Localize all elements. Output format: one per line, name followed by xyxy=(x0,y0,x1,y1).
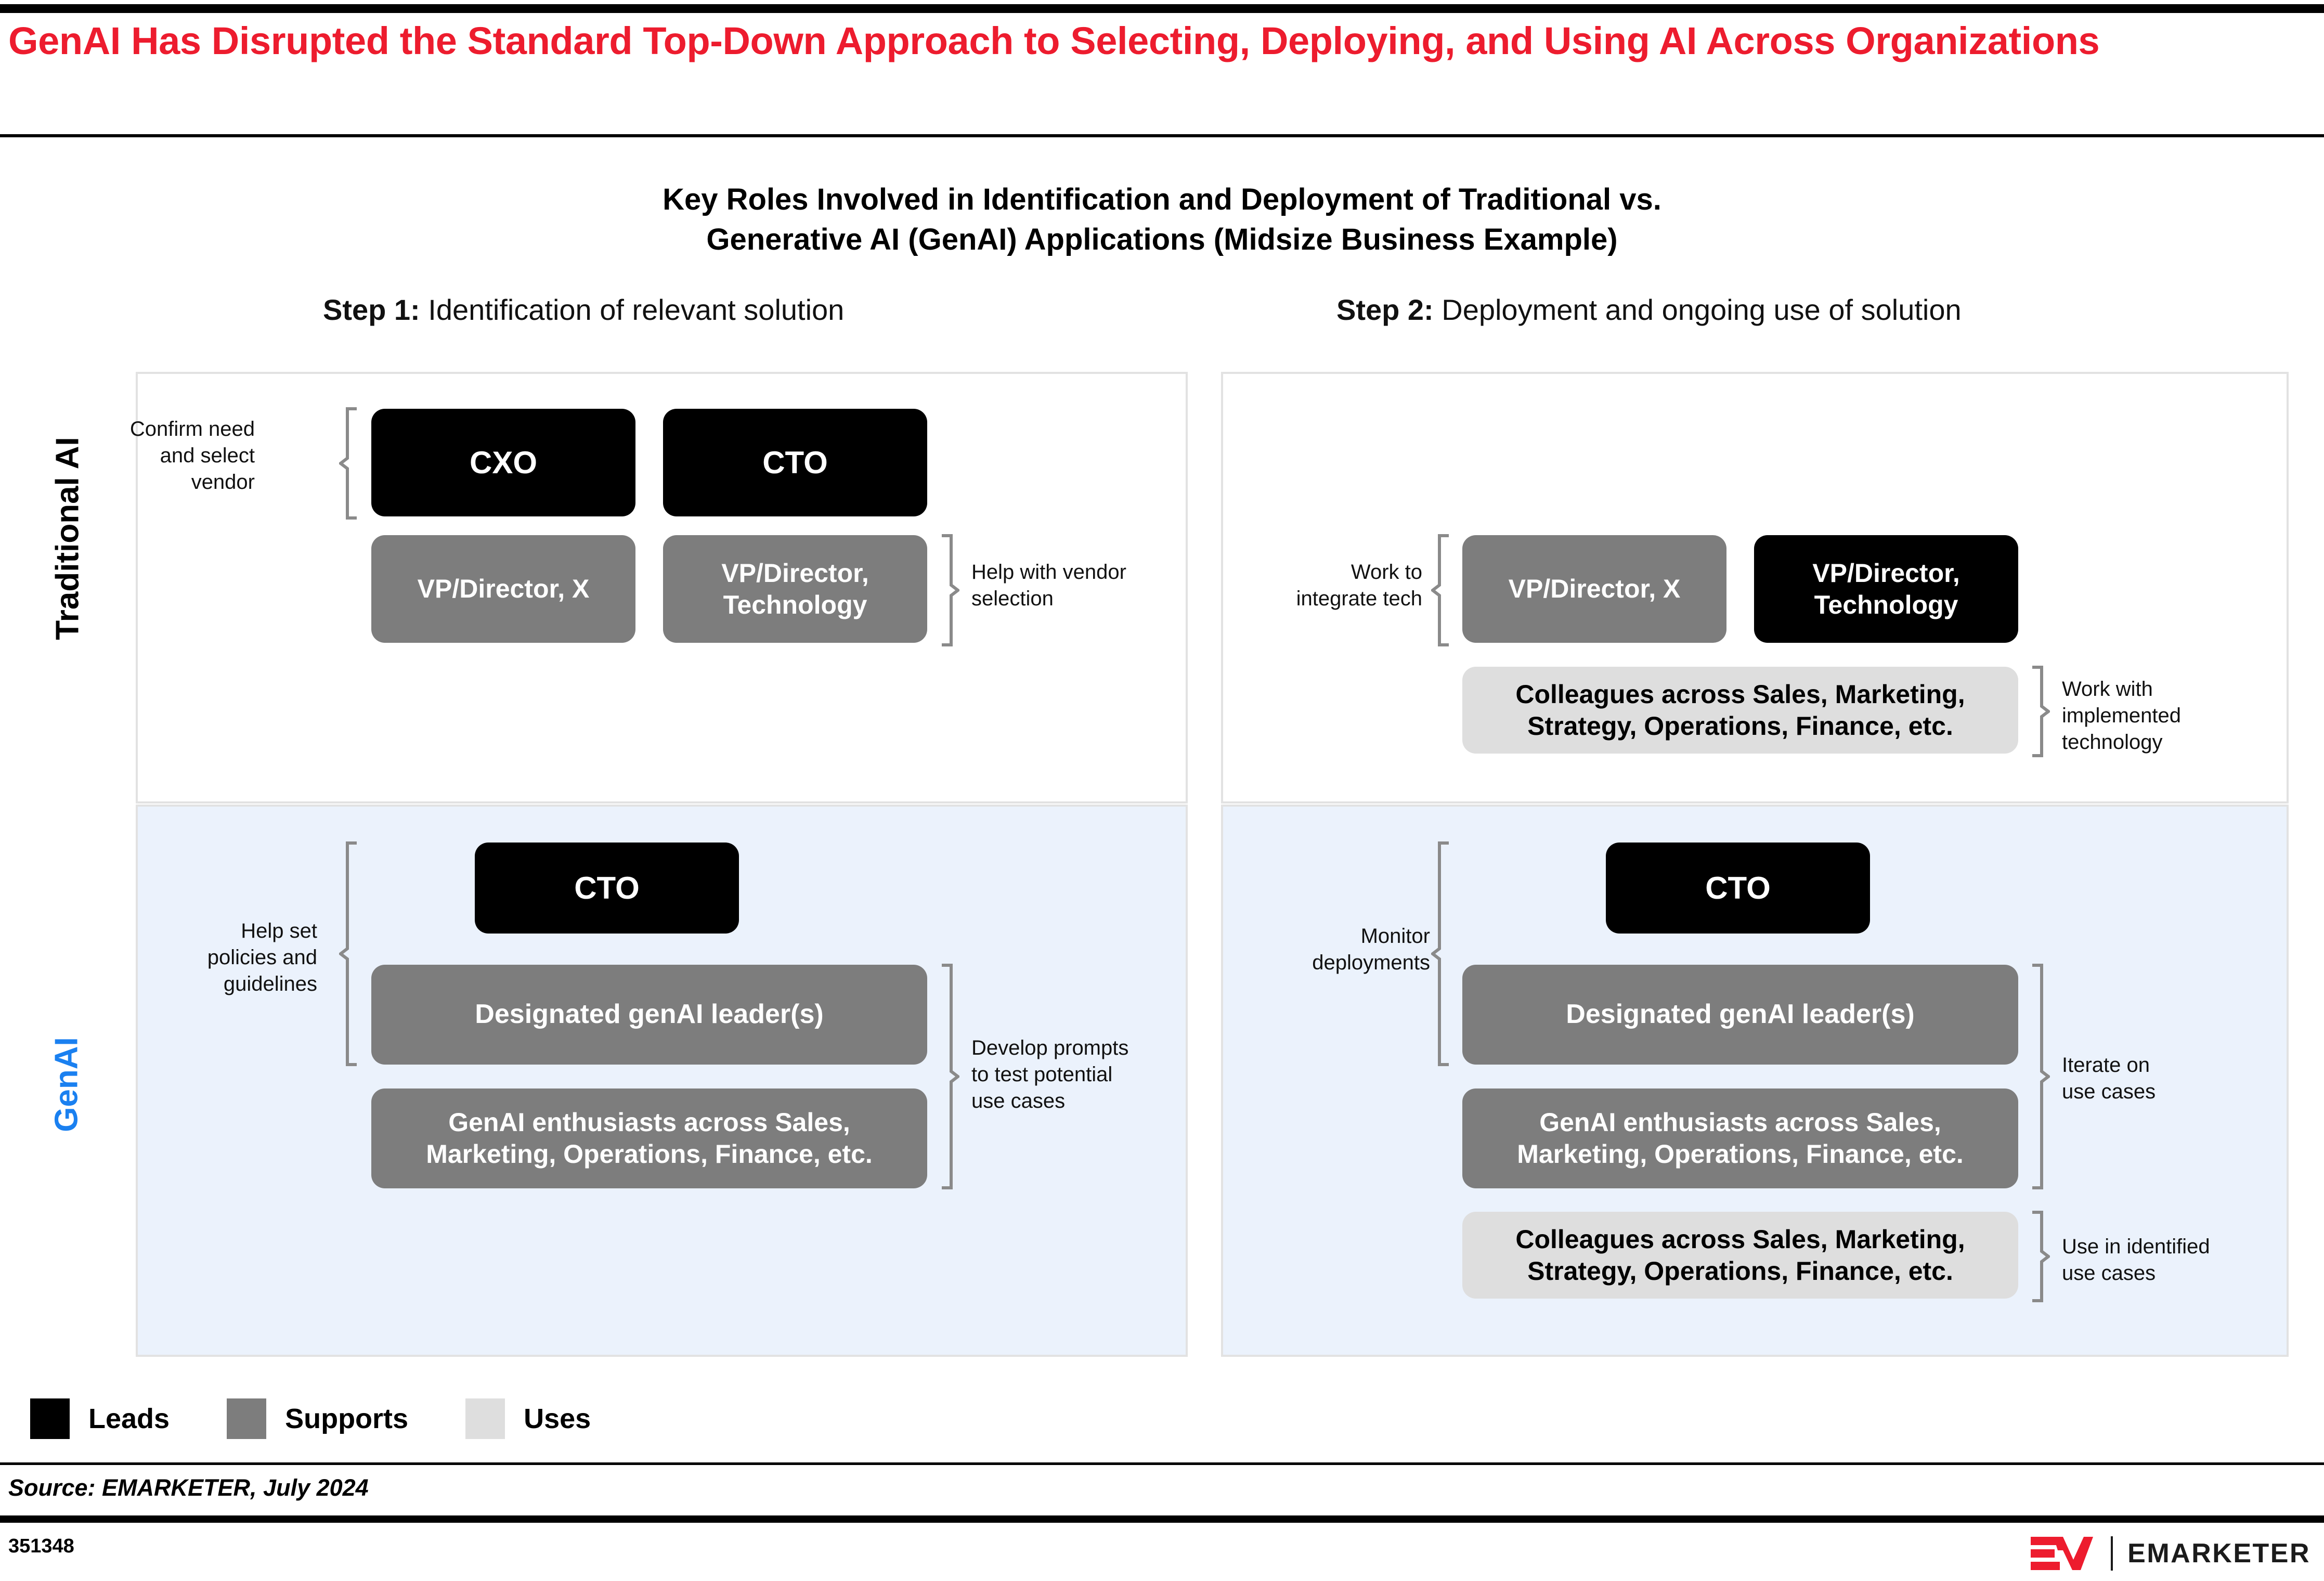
source-top-rule xyxy=(0,1462,2324,1465)
anno-iterate-on-use-cases: Iterate on use cases xyxy=(2062,1054,2156,1104)
chart-subtitle: Key Roles Involved in Identification and… xyxy=(0,179,2324,260)
title-rule xyxy=(0,134,2324,137)
box-colleagues-traditional-step2: Colleagues across Sales, Marketing, Stra… xyxy=(1462,667,2018,754)
step-headers: Step 1: Identification of relevant solut… xyxy=(0,293,2324,340)
anno-use-in-identified-use-cases: Use in identified use cases xyxy=(2062,1235,2210,1285)
legend-item-supports: Supports xyxy=(227,1398,408,1439)
box-genai-enthusiasts-step1: GenAI enthusiasts across Sales, Marketin… xyxy=(371,1088,927,1188)
anno-help-with-vendor-selection: Help with vendor selection xyxy=(971,561,1126,611)
brace-help-set-policies xyxy=(339,841,357,1066)
box-cto-genai-step1: CTO xyxy=(475,843,739,934)
legend-item-leads: Leads xyxy=(30,1398,170,1439)
brace-monitor-deployments xyxy=(1431,841,1449,1066)
anno-monitor-deployments: Monitor deployments xyxy=(1312,925,1430,975)
logo-divider xyxy=(2111,1536,2113,1571)
brace-use-in-identified-use-cases xyxy=(2032,1211,2050,1302)
step-2-header: Step 2: Deployment and ongoing use of so… xyxy=(1336,293,1962,327)
anno-work-to-integrate-tech: Work to integrate tech xyxy=(1296,561,1422,611)
legend-label-leads: Leads xyxy=(88,1403,170,1434)
em-logo-icon xyxy=(2031,1537,2094,1570)
chart-subtitle-line2: Generative AI (GenAI) Applications (Mids… xyxy=(706,223,1618,257)
step-2-label: Step 2: xyxy=(1336,293,1434,326)
box-vp-director-x-traditional-step2: VP/Director, X xyxy=(1462,535,1726,643)
anno-develop-prompts-to-test-potential-use-cases: Develop prompts to test potential use ca… xyxy=(971,1036,1129,1113)
legend-swatch-leads xyxy=(30,1398,70,1439)
anno-confirm-need-select-vendor: Confirm need and select vendor xyxy=(129,418,255,494)
source-text: Source: EMARKETER, July 2024 xyxy=(8,1474,369,1501)
top-rule xyxy=(0,4,2324,13)
box-cto-genai-step2: CTO xyxy=(1606,843,1870,934)
logo-wordmark: EMARKETER xyxy=(2127,1538,2310,1569)
legend-item-uses: Uses xyxy=(465,1398,591,1439)
step-1-header: Step 1: Identification of relevant solut… xyxy=(323,293,844,327)
step-1-text: Identification of relevant solution xyxy=(420,293,845,326)
box-vp-director-technology-traditional-step2: VP/Director, Technology xyxy=(1754,535,2018,643)
box-colleagues-genai-step2: Colleagues across Sales, Marketing, Stra… xyxy=(1462,1212,2018,1299)
step-1-label: Step 1: xyxy=(323,293,420,326)
legend: Leads Supports Uses xyxy=(30,1395,648,1442)
panel-traditional-step1 xyxy=(136,372,1188,804)
legend-label-uses: Uses xyxy=(524,1403,591,1434)
box-designated-genai-leaders-step2: Designated genAI leader(s) xyxy=(1462,965,2018,1065)
box-vp-director-x-traditional-step1: VP/Director, X xyxy=(371,535,635,643)
brace-help-with-vendor-selection xyxy=(942,534,959,646)
brace-develop-prompts xyxy=(942,964,959,1189)
box-cxo-traditional-step1: CXO xyxy=(371,409,635,516)
brace-work-to-integrate-tech xyxy=(1431,534,1449,646)
brace-iterate-on-use-cases xyxy=(2032,964,2050,1189)
box-genai-enthusiasts-step2: GenAI enthusiasts across Sales, Marketin… xyxy=(1462,1088,2018,1188)
legend-swatch-supports xyxy=(227,1398,267,1439)
box-vp-director-technology-traditional-step1: VP/Director, Technology xyxy=(663,535,927,643)
anno-help-set-policies-and-guidelines: Help set policies and guidelines xyxy=(207,919,317,996)
page-title: GenAI Has Disrupted the Standard Top-Dow… xyxy=(8,19,2100,62)
emarketer-logo: EMARKETER xyxy=(2031,1533,2310,1574)
legend-swatch-uses xyxy=(465,1398,505,1439)
legend-label-supports: Supports xyxy=(285,1403,409,1434)
source-bottom-rule xyxy=(0,1515,2324,1523)
figure-number: 351348 xyxy=(8,1535,74,1557)
brace-confirm-need xyxy=(339,407,357,520)
brace-work-with-implemented-technology xyxy=(2032,666,2050,757)
row-label-traditional-ai: Traditional AI xyxy=(49,437,86,640)
anno-work-with-implemented-technology: Work with implemented technology xyxy=(2062,678,2182,754)
box-cto-traditional-step1: CTO xyxy=(663,409,927,516)
chart-subtitle-line1: Key Roles Involved in Identification and… xyxy=(663,183,1661,216)
box-designated-genai-leaders-step1: Designated genAI leader(s) xyxy=(371,965,927,1065)
step-2-text: Deployment and ongoing use of solution xyxy=(1433,293,1962,326)
row-label-genai: GenAI xyxy=(48,1037,85,1132)
